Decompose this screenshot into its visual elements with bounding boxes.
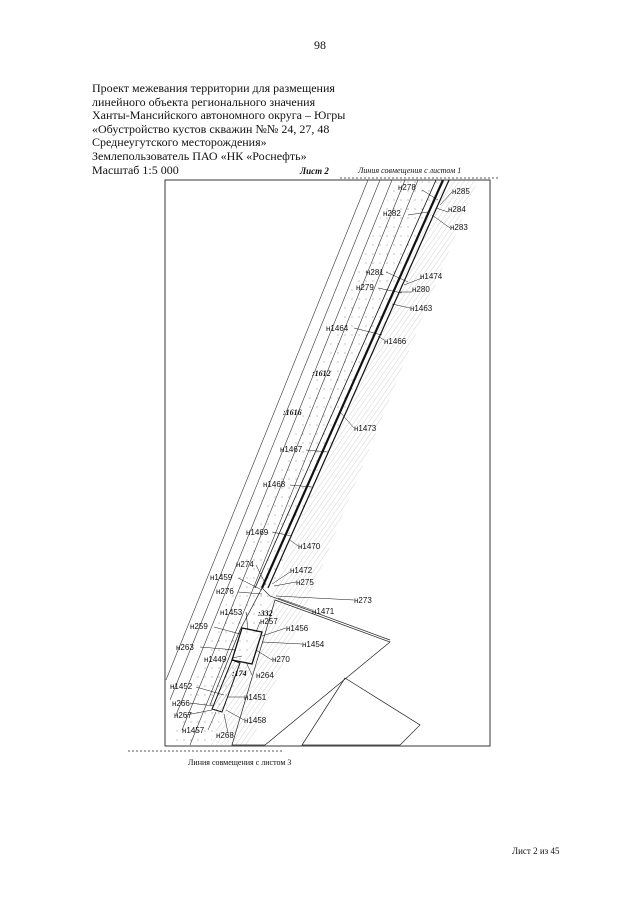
point-label: н278 — [398, 183, 416, 192]
point-label: н1463 — [410, 304, 433, 313]
linear-object — [267, 180, 450, 589]
point-label: н1458 — [244, 716, 267, 725]
header-line: Среднеугутского месторождения» — [92, 135, 267, 150]
point-label: н259 — [190, 622, 208, 631]
point-label: н1472 — [290, 566, 313, 575]
point-label: н1454 — [302, 640, 325, 649]
point-label: н275 — [296, 578, 314, 587]
parcel-label: :332 — [258, 609, 273, 618]
pad-strip — [211, 659, 241, 713]
page-number: 98 — [314, 38, 326, 52]
point-label: н1466 — [384, 337, 407, 346]
header-line: Проект межевания территории для размещен… — [92, 81, 335, 95]
parcel-label: :1612 — [312, 369, 331, 378]
point-label: н1469 — [246, 528, 269, 537]
point-label: н279 — [356, 283, 374, 292]
point-label: н1470 — [298, 542, 321, 551]
point-label: н1467 — [280, 445, 303, 454]
pad-rectangle — [231, 627, 263, 665]
point-label: н1457 — [182, 726, 205, 735]
scale-line: Масштаб 1:5 000 — [92, 162, 179, 177]
header-line: Ханты-Мансийского автономного округа – Ю… — [92, 108, 346, 123]
point-label: н274 — [236, 560, 254, 569]
linear-object — [254, 180, 437, 589]
document-header: Проект межевания территории для размещен… — [92, 81, 346, 177]
boundary-line — [175, 180, 393, 716]
point-label: н1474 — [420, 272, 443, 281]
boundary-line — [165, 180, 369, 681]
parcel-boundary — [261, 587, 391, 641]
point-label: н1453 — [220, 608, 243, 617]
point-label: н281 — [366, 268, 384, 277]
point-label: н1449 — [204, 655, 227, 664]
header-line: Землепользователь ПАО «НК «Роснефть» — [92, 148, 307, 163]
boundary-line — [169, 180, 381, 701]
parcel-boundary — [209, 587, 263, 706]
point-label: н285 — [452, 187, 470, 196]
point-label: н257 — [260, 617, 278, 626]
linear-object — [260, 180, 445, 589]
point-label: н273 — [354, 596, 372, 605]
hatched-corridor — [210, 180, 478, 745]
sheet-label: Лист 2 — [300, 166, 329, 176]
header-line: линейного объекта регионального значения — [92, 94, 316, 109]
point-label: н1459 — [210, 573, 233, 582]
boundary-line — [181, 180, 406, 731]
sheet-counter: Лист 2 из 45 — [512, 846, 560, 856]
header-line: «Обустройство кустов скважин №№ 24, 27, … — [92, 121, 330, 136]
point-label: н276 — [216, 587, 234, 596]
point-label: н284 — [448, 205, 466, 214]
point-label: н1464 — [326, 324, 349, 333]
point-label: н267 — [174, 711, 192, 720]
point-label: н282 — [383, 209, 401, 218]
point-label: н266 — [172, 699, 190, 708]
boundary-line — [189, 180, 419, 746]
map-frame — [164, 179, 491, 747]
point-label: н264 — [256, 671, 274, 680]
point-label: н1471 — [312, 607, 335, 616]
parcel-label: :1616 — [283, 408, 302, 417]
point-label: н1468 — [263, 480, 286, 489]
parcel-label: :174 — [232, 669, 247, 678]
neighbor-parcel — [231, 599, 391, 746]
seam-line-top-label: Линия совмещения с листом 1 — [358, 166, 462, 175]
point-label: н1451 — [244, 693, 267, 702]
point-label: н280 — [412, 285, 430, 294]
neighbor-parcel — [301, 677, 421, 746]
point-label: н1452 — [170, 682, 193, 691]
point-label: н263 — [176, 643, 194, 652]
point-label: н1473 — [354, 424, 377, 433]
seam-line-bottom-label: Линия совмещения с листом 3 — [188, 758, 292, 767]
point-label: н283 — [450, 223, 468, 232]
point-label: н1456 — [286, 624, 309, 633]
point-label: н270 — [272, 655, 290, 664]
point-label: н268 — [216, 731, 234, 740]
